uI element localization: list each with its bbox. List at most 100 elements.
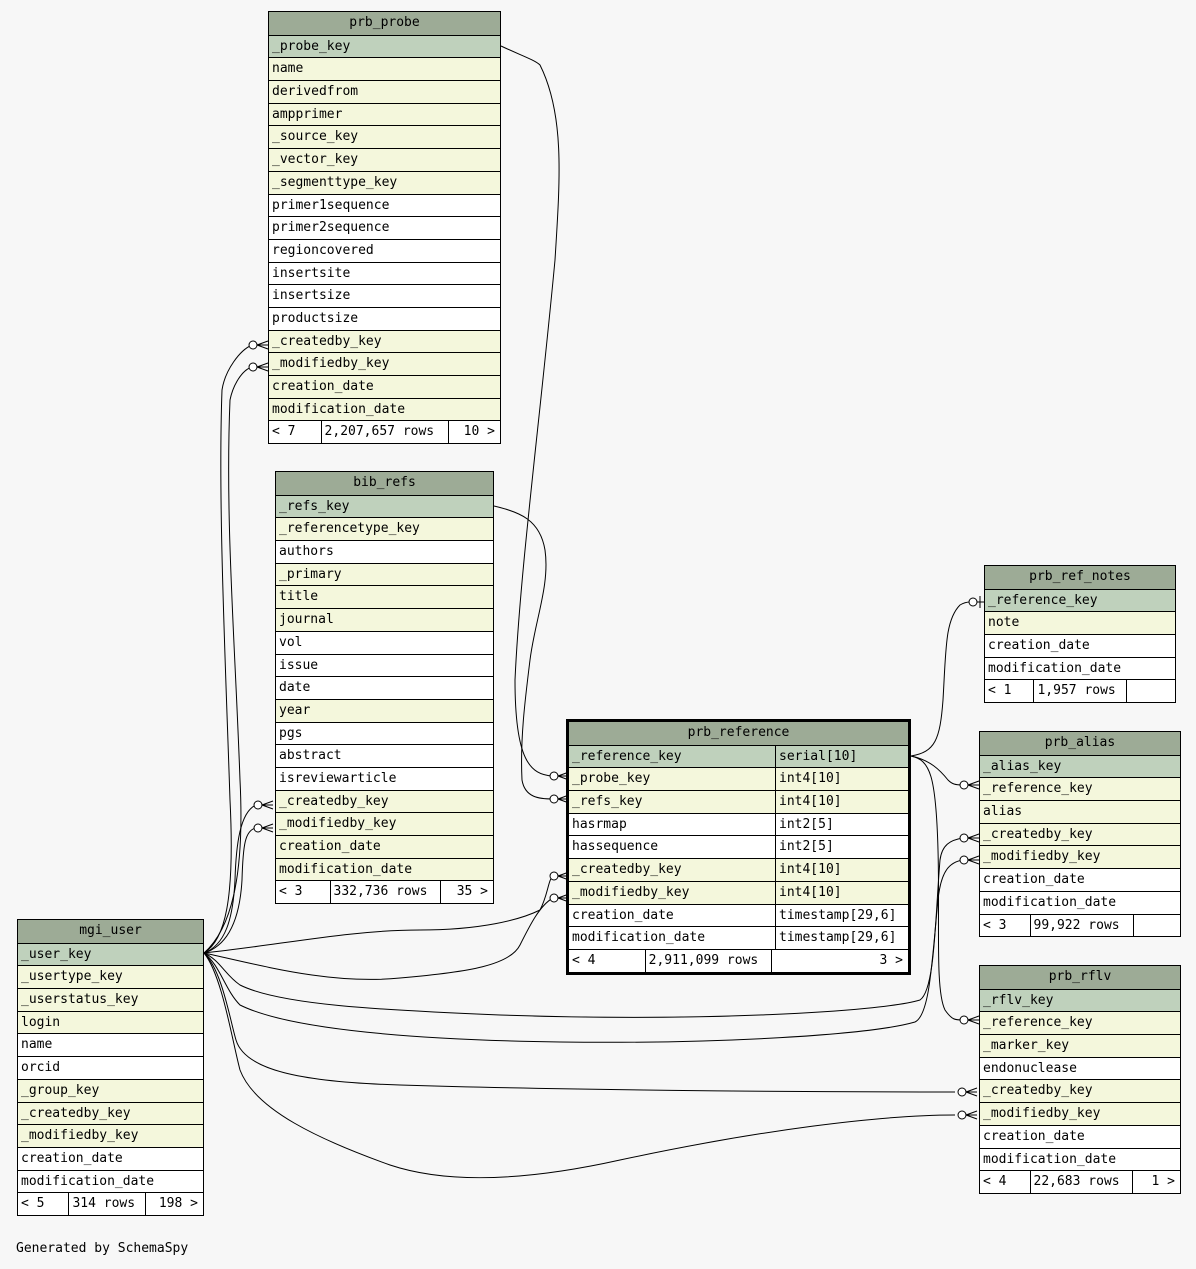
column-row[interactable]: year (276, 698, 493, 722)
column-row[interactable]: authors (276, 540, 493, 563)
column-row[interactable]: _createdby_key (18, 1101, 203, 1125)
column-row[interactable]: title (276, 585, 493, 609)
column-row[interactable]: _group_key (18, 1078, 203, 1102)
parent-count-link[interactable]: < 1 (988, 683, 1012, 699)
column-row[interactable]: _source_key (269, 125, 500, 149)
child-count-link[interactable]: 35 > (440, 881, 493, 904)
column-row[interactable]: issue (276, 653, 493, 677)
column-row[interactable]: insertsite (269, 261, 500, 285)
column-row[interactable]: creation_date (276, 835, 493, 858)
column-row[interactable]: name (269, 57, 500, 81)
column-row[interactable]: _probe_key (269, 34, 500, 58)
column-row[interactable]: abstract (276, 744, 493, 767)
column-row[interactable]: regioncovered (269, 238, 500, 262)
column-row[interactable]: modification_date (980, 890, 1180, 914)
column-row[interactable]: _reference_key (980, 777, 1180, 801)
column-row[interactable]: _refs_key (276, 494, 493, 518)
column-row[interactable]: productsize (269, 306, 500, 330)
table-title[interactable]: bib_refs (276, 472, 493, 495)
column-row[interactable]: isreviewarticle (276, 766, 493, 790)
child-count-link[interactable]: 198 > (144, 1193, 203, 1215)
column-row[interactable]: _reference_key (985, 588, 1175, 612)
column-row[interactable]: date (276, 676, 493, 699)
column-row[interactable]: _modifiedby_key (980, 845, 1180, 869)
column-row[interactable]: endonuclease (980, 1056, 1180, 1080)
column-row[interactable]: note (985, 611, 1175, 635)
column-row[interactable]: _modifiedby_key (18, 1124, 203, 1147)
column-row[interactable]: _vector_key (269, 148, 500, 171)
child-count-link[interactable] (1133, 914, 1180, 937)
column-row[interactable]: _referencetype_key (276, 517, 493, 541)
parent-count-link[interactable]: < 4 (983, 1174, 1007, 1190)
column-row[interactable]: primer2sequence (269, 216, 500, 239)
child-count-link[interactable]: 1 > (1132, 1171, 1180, 1193)
parent-count-link[interactable]: < 7 (272, 424, 296, 440)
table-prb-rflv[interactable]: prb_rflv_rflv_key_reference_key_marker_k… (979, 965, 1181, 1194)
table-title[interactable]: prb_ref_notes (985, 566, 1175, 589)
column-row[interactable]: creation_date (980, 868, 1180, 891)
column-row[interactable]: _user_key (18, 942, 203, 966)
column-row[interactable]: modification_date (276, 857, 493, 881)
table-title[interactable]: prb_reference (569, 722, 908, 745)
column-row[interactable]: login (18, 1010, 203, 1034)
column-row[interactable]: _primary (276, 562, 493, 586)
column-row[interactable]: vol (276, 630, 493, 654)
column-row[interactable]: creation_date (985, 634, 1175, 657)
column-row[interactable]: _createdby_key (276, 789, 493, 813)
column-row[interactable]: name (18, 1033, 203, 1057)
column-row[interactable]: creation_date (18, 1146, 203, 1170)
column-row[interactable]: modification_date (985, 656, 1175, 680)
column-row[interactable]: _alias_key (980, 754, 1180, 778)
column-row[interactable]: journal (276, 608, 493, 631)
column-row[interactable]: _createdby_key (980, 1079, 1180, 1103)
child-count-link[interactable]: 3 > (771, 949, 908, 972)
child-count-link[interactable] (1126, 680, 1175, 703)
column-row[interactable]: modification_date (980, 1147, 1180, 1171)
column-row[interactable]: creation_date (980, 1124, 1180, 1148)
column-row[interactable]: _modifiedby_key (980, 1102, 1180, 1125)
parent-count-link[interactable]: < 5 (21, 1196, 45, 1212)
column-row[interactable]: _rflv_key (980, 988, 1180, 1012)
column-row[interactable]: insertsize (269, 284, 500, 307)
parent-count-link[interactable]: < 4 (572, 952, 596, 968)
column-row[interactable]: _createdby_key (269, 329, 500, 353)
column-row[interactable]: _reference_key (980, 1011, 1180, 1035)
table-mgi-user[interactable]: mgi_user_user_key_usertype_key_userstatu… (17, 919, 204, 1216)
column-row[interactable]: derivedfrom (269, 80, 500, 103)
table-title[interactable]: prb_alias (980, 732, 1180, 755)
child-count-link[interactable]: 10 > (448, 421, 500, 444)
column-row[interactable]: _usertype_key (18, 965, 203, 989)
column-row[interactable]: pgs (276, 721, 493, 745)
column-row[interactable]: modification_date (269, 397, 500, 421)
column-row[interactable]: _marker_key (980, 1034, 1180, 1057)
column-row[interactable]: orcid (18, 1056, 203, 1079)
table-title[interactable]: prb_probe (269, 12, 500, 35)
column-row[interactable]: _modifiedby_key (269, 352, 500, 375)
column-row[interactable]: alias (980, 800, 1180, 823)
parent-count-link[interactable]: < 3 (983, 917, 1007, 933)
column-row[interactable]: ampprimer (269, 102, 500, 126)
parent-count-link[interactable]: < 3 (279, 884, 303, 900)
column-row[interactable]: _segmenttype_key (269, 170, 500, 194)
table-title[interactable]: prb_rflv (980, 966, 1180, 989)
column-row[interactable]: creation_date (269, 375, 500, 398)
column-row[interactable]: primer1sequence (269, 193, 500, 217)
column-row[interactable]: _createdby_key (980, 822, 1180, 846)
column-row[interactable]: _userstatus_key (18, 988, 203, 1011)
table-title[interactable]: mgi_user (18, 920, 203, 943)
column-row[interactable]: _modifiedby_key (276, 812, 493, 835)
